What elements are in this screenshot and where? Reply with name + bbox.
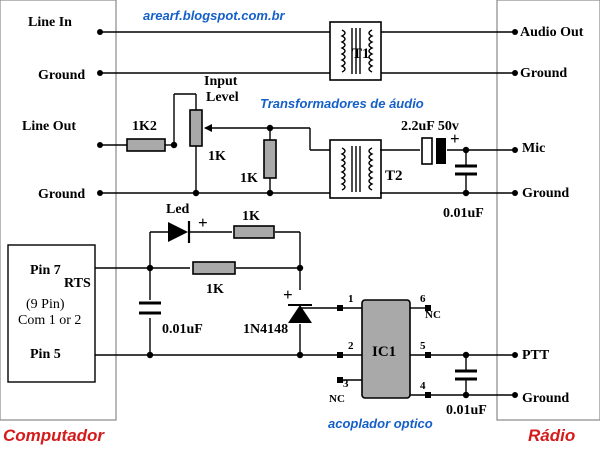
junction-dot	[296, 351, 304, 359]
serial-rts: RTS	[64, 276, 91, 291]
r-shunt-label: 1K	[240, 171, 258, 186]
junction-dot	[462, 189, 470, 197]
cap-mic-label: 0.01uF	[443, 206, 484, 221]
led-plus-sign: +	[198, 213, 208, 232]
ic-pin-6-nc: NC	[425, 309, 441, 321]
junction-dot	[266, 124, 274, 132]
terminal-dot	[97, 29, 103, 35]
label-ground-1-right: Ground	[520, 66, 567, 81]
ic-pin-1-dot	[337, 305, 343, 311]
radio-title: Rádio	[528, 426, 575, 445]
r1k2-label: 1K2	[132, 119, 157, 134]
transformer-t2	[329, 139, 382, 199]
cap-electrolytic-label: 2.2uF 50v	[401, 119, 459, 134]
ic-pin-2-dot	[337, 352, 343, 358]
source-url: arearf.blogspot.com.br	[143, 8, 286, 23]
led	[168, 221, 191, 243]
terminal-dot	[512, 70, 518, 76]
serial-pin5: Pin 5	[30, 347, 61, 362]
cap-ptt-label: 0.01uF	[446, 403, 487, 418]
led-label: Led	[166, 202, 190, 217]
terminal-dot	[512, 147, 518, 153]
junction-dot	[192, 189, 200, 197]
terminal-dot	[512, 29, 518, 35]
terminal-dot	[97, 70, 103, 76]
resistor-1k2	[126, 138, 166, 152]
optocoupler-caption: acoplador optico	[328, 416, 433, 431]
junction-dot	[462, 351, 470, 359]
diode-plus-sign: +	[283, 285, 293, 304]
t2-label: T2	[385, 168, 403, 184]
label-ground-1-left: Ground	[38, 68, 85, 83]
r-rts-label: 1K	[206, 282, 224, 297]
label-ground-2-right: Ground	[522, 186, 569, 201]
serial-port-box	[7, 244, 96, 383]
computer-title: Computador	[3, 426, 105, 445]
ic1-label: IC1	[372, 344, 396, 360]
cap-rts-label: 0.01uF	[162, 322, 203, 337]
resistor-led-1k	[233, 225, 275, 239]
terminal-dot	[512, 392, 518, 398]
label-ground-3: Ground	[522, 391, 569, 406]
t1-label: T1	[352, 46, 370, 62]
ic-pin-5: 5	[420, 340, 426, 352]
pot-label-input: Input	[204, 74, 238, 89]
pot-value: 1K	[208, 149, 226, 164]
cap-plus-sign: +	[450, 129, 460, 148]
terminal-dot	[97, 190, 103, 196]
ic-pin-3-dot	[337, 377, 343, 383]
ic1-optocoupler	[361, 299, 411, 399]
label-line-in: Line In	[28, 15, 72, 30]
capacitor-mic	[455, 150, 477, 193]
ic-pin-3-nc: NC	[329, 393, 345, 405]
ic-pin-4-dot	[425, 392, 431, 398]
resistor-shunt-1k	[263, 139, 277, 179]
potentiometer-input-level	[189, 109, 212, 147]
diode-label: 1N4148	[243, 322, 288, 337]
junction-dot	[462, 146, 470, 154]
junction-dot	[266, 189, 274, 197]
ic-pin-6: 6	[420, 293, 426, 305]
ic-pin-4: 4	[420, 380, 426, 392]
serial-pin7: Pin 7	[30, 263, 61, 278]
capacitor-electrolytic	[421, 137, 446, 165]
junction-dot	[296, 264, 304, 272]
ic-pin-1: 1	[348, 293, 354, 305]
label-mic: Mic	[522, 141, 545, 156]
diode-1n4148	[288, 304, 312, 323]
capacitor-ptt	[455, 355, 477, 395]
terminal-dot	[97, 142, 103, 148]
serial-desc-com: Com 1 or 2	[18, 313, 81, 328]
ic-pin-3: 3	[343, 378, 349, 390]
label-ptt: PTT	[522, 348, 550, 363]
terminal-dot	[512, 190, 518, 196]
pot-label-level: Level	[206, 90, 239, 105]
radio-panel	[496, 0, 600, 421]
resistor-rts-1k	[192, 261, 236, 275]
transformers-caption: Transformadores de áudio	[260, 96, 424, 111]
terminal-dot	[512, 352, 518, 358]
transformer-t1	[329, 21, 382, 81]
ic-pin-2: 2	[348, 340, 354, 352]
label-line-out: Line Out	[22, 119, 76, 134]
junction-dot	[462, 391, 470, 399]
label-ground-2-left: Ground	[38, 187, 85, 202]
serial-desc-9pin: (9 Pin)	[26, 297, 65, 312]
capacitor-rts	[139, 301, 161, 315]
label-audio-out: Audio Out	[520, 25, 584, 40]
ic-pin-6-dot	[425, 305, 431, 311]
ic-pin-5-dot	[425, 352, 431, 358]
junction-dot	[146, 351, 154, 359]
junction-dot	[170, 141, 178, 149]
junction-dot	[146, 264, 154, 272]
r-led-label: 1K	[242, 209, 260, 224]
